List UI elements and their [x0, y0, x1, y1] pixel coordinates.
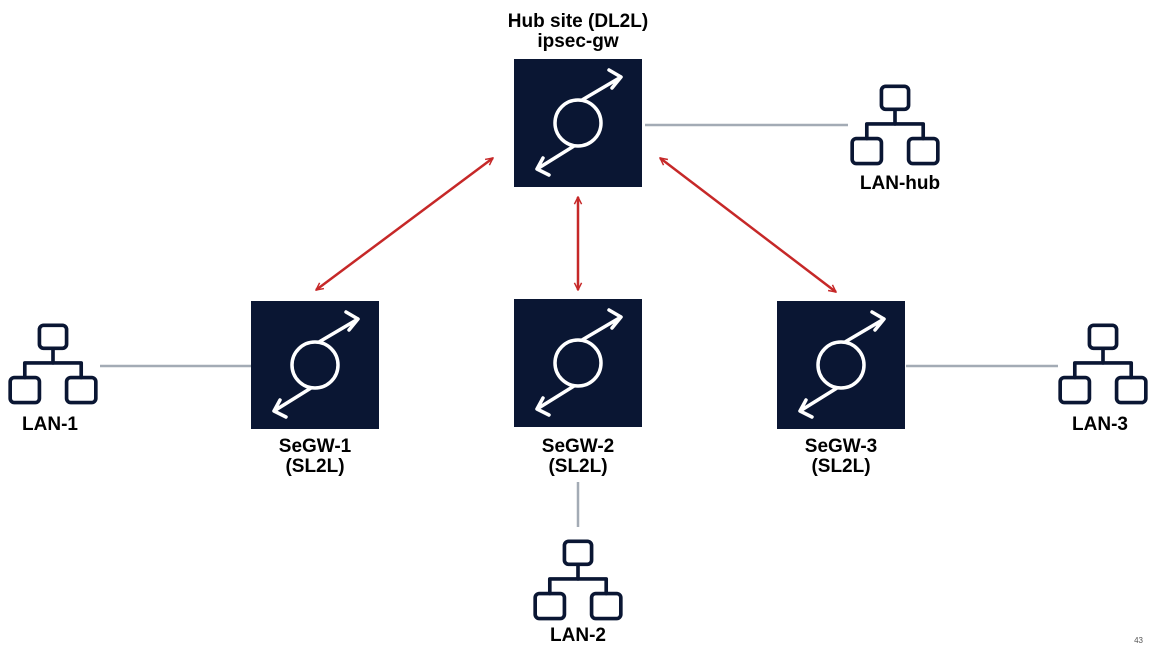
tunnel-arrow-hub-segw1 — [316, 156, 493, 292]
segw-2-mode: (SL2L) — [548, 456, 608, 477]
lan-3-label: LAN-3 — [1072, 414, 1128, 435]
segw-3-mode: (SL2L) — [811, 456, 871, 477]
lan-3-network-icon — [1058, 323, 1148, 405]
segw-1-mode: (SL2L) — [285, 456, 345, 477]
segw-2-name: SeGW-2 — [541, 436, 615, 457]
segw-2-node — [514, 299, 642, 427]
lan-2-network-icon — [533, 539, 623, 621]
segw-1-node — [251, 301, 379, 429]
segw-1-name: SeGW-1 — [278, 436, 352, 457]
tunnel-arrow-hub-segw3 — [660, 157, 836, 293]
lan-1-network-icon — [8, 323, 98, 405]
hub-site-title: Hub site (DL2L) — [507, 11, 649, 32]
page-number: 43 — [1134, 636, 1143, 645]
lan-2-label: LAN-2 — [550, 625, 606, 646]
segw-3-node — [777, 301, 905, 429]
lan-hub-network-icon — [850, 84, 940, 166]
segw-3-name: SeGW-3 — [804, 436, 878, 457]
lan-hub-label: LAN-hub — [859, 173, 941, 194]
lan-1-label: LAN-1 — [22, 414, 78, 435]
hub-gateway-name: ipsec-gw — [537, 31, 619, 52]
hub-gateway-node — [514, 59, 642, 187]
